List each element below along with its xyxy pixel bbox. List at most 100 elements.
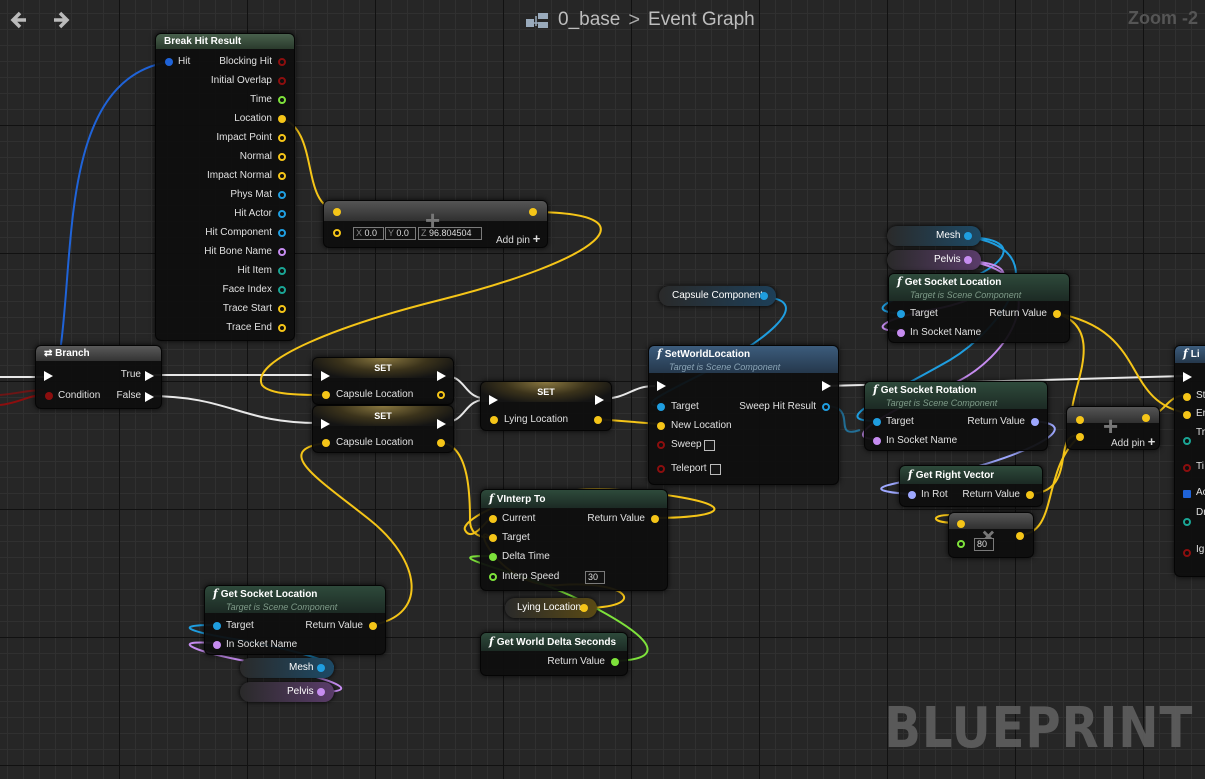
exec-in-pin[interactable] bbox=[321, 371, 330, 381]
a-pin[interactable] bbox=[1076, 416, 1084, 424]
multiply-node[interactable]: + 80 bbox=[948, 512, 1034, 558]
exec-out-pin[interactable] bbox=[437, 419, 446, 429]
mesh-variable-right[interactable]: Mesh bbox=[887, 226, 981, 246]
in-rot-pin[interactable] bbox=[908, 491, 916, 499]
exec-out-pin[interactable] bbox=[822, 381, 831, 391]
output-pin-10[interactable] bbox=[278, 248, 286, 256]
new-location-pin[interactable] bbox=[657, 422, 665, 430]
target-pin[interactable] bbox=[213, 622, 221, 630]
breadcrumb-asset[interactable]: 0_base bbox=[558, 9, 621, 30]
output-pin-4[interactable] bbox=[278, 134, 286, 142]
pelvis-variable-left[interactable]: Pelvis bbox=[240, 682, 334, 702]
output-pin-14[interactable] bbox=[278, 324, 286, 332]
z-field[interactable]: Z 96.804504 bbox=[418, 227, 482, 240]
return-value-pin[interactable] bbox=[1053, 310, 1061, 318]
output-pin-11[interactable] bbox=[278, 267, 286, 275]
end-pin[interactable] bbox=[1183, 411, 1191, 419]
target-pin[interactable] bbox=[489, 534, 497, 542]
sweep-checkbox[interactable] bbox=[704, 440, 715, 451]
y-field[interactable]: Y 0.0 bbox=[385, 227, 416, 240]
x-in-pin[interactable] bbox=[333, 229, 341, 237]
target-pin[interactable] bbox=[897, 310, 905, 318]
add-pin-button[interactable]: Add pin + bbox=[496, 231, 541, 246]
exec-in-pin[interactable] bbox=[489, 395, 498, 405]
make-vector-node[interactable]: + X 0.0 Y 0.0 Z 96.804504 Add pin + bbox=[323, 200, 548, 248]
exec-in-pin[interactable] bbox=[44, 371, 53, 381]
capsule-location-out-pin[interactable] bbox=[437, 439, 445, 447]
output-pin-5[interactable] bbox=[278, 153, 286, 161]
interp-speed-field[interactable]: 30 bbox=[585, 571, 605, 584]
add-vector-node[interactable]: + Add pin + bbox=[1066, 406, 1160, 450]
vector-out-pin[interactable] bbox=[529, 208, 537, 216]
exec-out-pin[interactable] bbox=[595, 395, 604, 405]
pelvis-variable-right[interactable]: Pelvis bbox=[887, 250, 981, 270]
output-pin-9[interactable] bbox=[278, 229, 286, 237]
in-socket-name-pin[interactable] bbox=[213, 641, 221, 649]
exec-in-pin[interactable] bbox=[657, 381, 666, 391]
return-value-pin[interactable] bbox=[369, 622, 377, 630]
trace-channel-pin[interactable] bbox=[1183, 437, 1191, 445]
capsule-location-in-pin[interactable] bbox=[322, 439, 330, 447]
exec-in-pin[interactable] bbox=[1183, 372, 1192, 382]
false-exec-pin[interactable] bbox=[145, 392, 154, 402]
return-value-pin[interactable] bbox=[611, 658, 619, 666]
return-value-pin[interactable] bbox=[651, 515, 659, 523]
lying-location-in-pin[interactable] bbox=[490, 416, 498, 424]
branch-node[interactable]: ⇄ Branch True Condition False bbox=[35, 345, 162, 409]
exec-out-pin[interactable] bbox=[437, 371, 446, 381]
a-pin[interactable] bbox=[957, 520, 965, 528]
output-pin-7[interactable] bbox=[278, 191, 286, 199]
lying-location-variable[interactable]: Lying Location bbox=[505, 598, 597, 618]
delta-time-pin[interactable] bbox=[489, 553, 497, 561]
output-pin-12[interactable] bbox=[278, 286, 286, 294]
product-out-pin[interactable] bbox=[1016, 532, 1024, 540]
sweep-hit-pin[interactable] bbox=[822, 403, 830, 411]
start-pin[interactable] bbox=[1183, 393, 1191, 401]
x-field[interactable]: X 0.0 bbox=[353, 227, 384, 240]
interp-speed-pin[interactable] bbox=[489, 573, 497, 581]
mesh-out-pin[interactable] bbox=[317, 664, 325, 672]
lying-location-out-pin[interactable] bbox=[594, 416, 602, 424]
forward-button[interactable] bbox=[50, 8, 72, 32]
b-pin[interactable] bbox=[957, 540, 965, 548]
hit-pin[interactable] bbox=[165, 58, 173, 66]
true-exec-pin[interactable] bbox=[145, 371, 154, 381]
capsule-location-in-pin[interactable] bbox=[322, 391, 330, 399]
pelvis-out-pin[interactable] bbox=[317, 688, 325, 696]
capsule-component-out-pin[interactable] bbox=[760, 292, 768, 300]
mesh-variable-left[interactable]: Mesh bbox=[240, 658, 334, 678]
breadcrumb-graph[interactable]: Event Graph bbox=[648, 9, 755, 30]
ignore-self-pin[interactable] bbox=[1183, 549, 1191, 557]
trace-complex-pin[interactable] bbox=[1183, 464, 1191, 472]
pelvis-out-pin[interactable] bbox=[964, 256, 972, 264]
output-pin-13[interactable] bbox=[278, 305, 286, 313]
mesh-out-pin[interactable] bbox=[964, 232, 972, 240]
actors-to-ignore-pin[interactable] bbox=[1183, 490, 1191, 498]
in-socket-name-pin[interactable] bbox=[873, 437, 881, 445]
set-lying-location-node[interactable]: SET Lying Location bbox=[480, 381, 612, 431]
capsule-location-out-pin[interactable] bbox=[437, 391, 445, 399]
back-button[interactable] bbox=[8, 8, 30, 32]
sum-out-pin[interactable] bbox=[1142, 414, 1150, 422]
line-trace-node[interactable]: fLi St En Tr Ti Ac Dr Ig bbox=[1174, 345, 1205, 577]
output-pin-3[interactable] bbox=[278, 115, 286, 123]
lying-location-out-pin[interactable] bbox=[580, 604, 588, 612]
add-pin-button[interactable]: Add pin + bbox=[1111, 434, 1156, 449]
in-socket-name-pin[interactable] bbox=[897, 329, 905, 337]
output-pin-1[interactable] bbox=[278, 77, 286, 85]
multiplier-field[interactable]: 80 bbox=[974, 538, 994, 551]
set-capsule-location-node[interactable]: SET Capsule Location bbox=[312, 357, 454, 405]
return-value-pin[interactable] bbox=[1026, 491, 1034, 499]
target-pin[interactable] bbox=[873, 418, 881, 426]
capsule-component-variable[interactable]: Capsule Component bbox=[659, 286, 776, 306]
teleport-checkbox[interactable] bbox=[710, 464, 721, 475]
sweep-pin[interactable] bbox=[657, 441, 665, 449]
exec-in-pin[interactable] bbox=[321, 419, 330, 429]
